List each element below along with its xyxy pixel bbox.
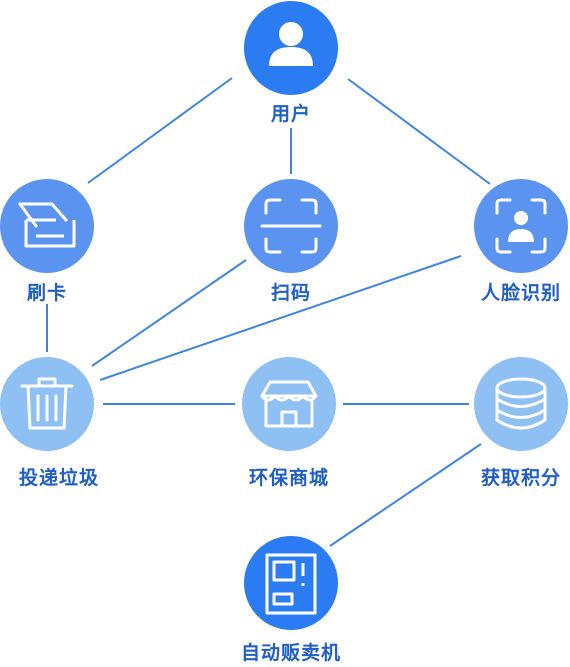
node-card-circle	[0, 179, 94, 273]
coin-stack-icon	[495, 377, 547, 430]
node-card	[0, 179, 94, 273]
node-trash	[0, 357, 94, 451]
node-mall-circle	[242, 357, 336, 451]
node-user-label: 用户	[270, 103, 311, 125]
edge-points-vending	[329, 443, 482, 547]
store-icon	[260, 380, 318, 428]
node-scan	[244, 179, 338, 273]
vending-machine-icon	[265, 553, 317, 615]
scan-frame-icon	[260, 198, 322, 254]
card-swipe-icon	[18, 202, 76, 248]
node-scan-label: 扫码	[270, 282, 311, 304]
edges	[46, 77, 491, 547]
node-face	[474, 179, 568, 273]
node-vending	[244, 536, 338, 630]
trash-bin-icon	[20, 377, 74, 430]
node-mall-label: 环保商城	[248, 467, 329, 489]
node-card-label: 刷卡	[26, 282, 67, 304]
edge-face-trash	[99, 255, 462, 381]
node-trash-label: 投递垃圾	[18, 467, 99, 489]
node-points-label: 获取积分	[480, 467, 561, 489]
node-points	[474, 357, 568, 451]
node-vending-circle	[244, 536, 338, 630]
node-face-label: 人脸识别	[480, 282, 561, 304]
node-face-circle	[474, 179, 568, 273]
node-vending-label: 自动贩卖机	[240, 642, 341, 664]
node-user	[244, 1, 338, 95]
user-icon	[269, 22, 313, 66]
node-mall	[242, 357, 336, 451]
edge-user-face	[347, 78, 491, 185]
face-id-icon	[495, 198, 547, 254]
node-points-circle	[474, 357, 568, 451]
edge-scan-trash	[91, 259, 247, 367]
edge-user-card	[87, 77, 233, 184]
